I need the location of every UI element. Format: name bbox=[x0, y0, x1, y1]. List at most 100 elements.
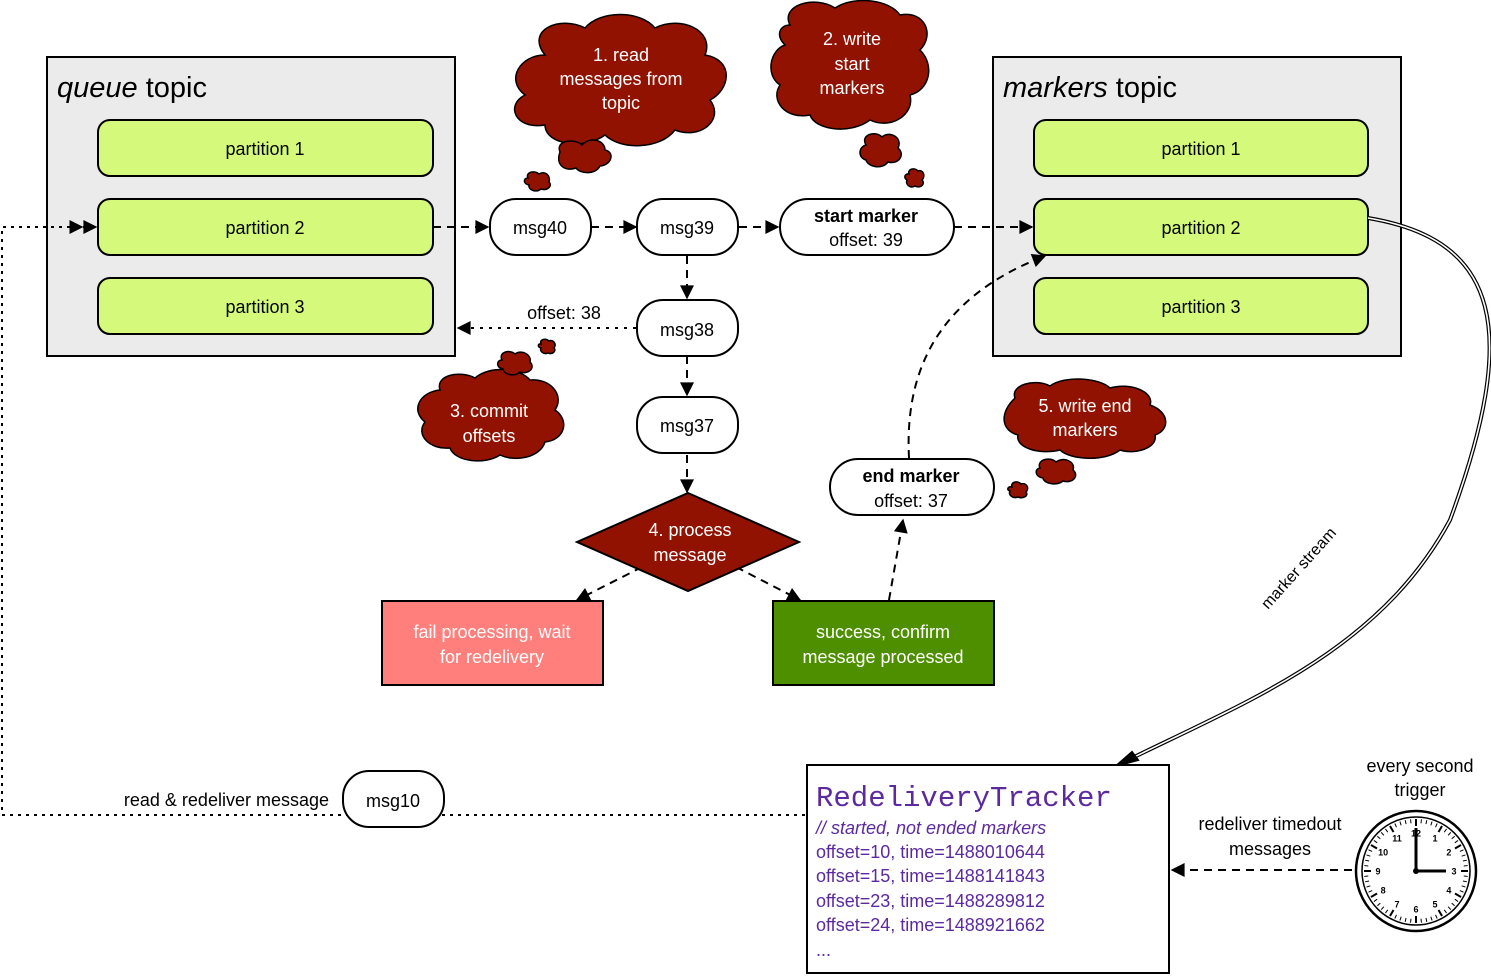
clock-tick bbox=[1366, 885, 1371, 888]
decision-label-line2: message bbox=[653, 545, 726, 565]
tracker-ellipsis: ... bbox=[816, 940, 831, 960]
clock-tick bbox=[1368, 849, 1373, 852]
fail-processing-box[interactable]: fail processing, wait for redelivery bbox=[381, 600, 604, 686]
cloud-5-line2: markers bbox=[1052, 420, 1117, 440]
clock-number: 11 bbox=[1392, 834, 1402, 844]
markers-topic: markers topic partition 1 partition 2 pa… bbox=[992, 56, 1402, 357]
queue-partition-3[interactable]: partition 3 bbox=[97, 277, 434, 335]
end-marker-title: end marker bbox=[862, 466, 959, 486]
clock-tick bbox=[1370, 892, 1378, 898]
cloud-1-line1: 1. read bbox=[593, 45, 649, 65]
clock-tick bbox=[1385, 828, 1389, 833]
clock-number: 2 bbox=[1446, 848, 1451, 858]
clock-tick bbox=[1461, 854, 1466, 857]
cloud-5-line1: 5. write end bbox=[1038, 396, 1131, 416]
clock-number: 8 bbox=[1381, 886, 1386, 896]
msg-label: msg37 bbox=[660, 416, 714, 436]
tracker-title: RedeliveryTracker bbox=[816, 782, 1112, 815]
clock-tick bbox=[1443, 909, 1447, 914]
start-marker-node[interactable]: start marker offset: 39 bbox=[779, 198, 955, 256]
end-marker-node[interactable]: end marker offset: 37 bbox=[829, 458, 995, 516]
clock-tick bbox=[1459, 849, 1464, 852]
markers-partition-1[interactable]: partition 1 bbox=[1033, 119, 1369, 177]
clock-tick bbox=[1368, 890, 1373, 893]
clock-tick bbox=[1385, 909, 1389, 914]
clock-tick bbox=[1437, 909, 1443, 917]
read-redeliver-label: read & redeliver message bbox=[124, 790, 329, 810]
queue-topic-title: queue topic bbox=[57, 72, 207, 104]
partition-label: partition 3 bbox=[225, 297, 304, 317]
clock-tick bbox=[1404, 917, 1407, 922]
markers-partition-2[interactable]: partition 2 bbox=[1033, 198, 1369, 256]
clock-tick bbox=[1399, 916, 1402, 921]
marker-stream-connector bbox=[1115, 216, 1491, 767]
partition-label: partition 1 bbox=[225, 139, 304, 159]
markers-topic-title: markers topic bbox=[1003, 72, 1177, 104]
msg-label: msg39 bbox=[660, 218, 714, 238]
clock-tick bbox=[1425, 820, 1428, 825]
success-label-line2: message processed bbox=[802, 647, 963, 667]
clock-tick bbox=[1430, 821, 1433, 826]
clock-tick bbox=[1454, 892, 1462, 898]
msg-label: msg40 bbox=[513, 218, 567, 238]
tracker-entry: offset=15, time=1488141843 bbox=[816, 866, 1045, 886]
clock-tick bbox=[1370, 844, 1378, 850]
partition-label: partition 3 bbox=[1161, 297, 1240, 317]
tracker-entry: offset=24, time=1488921662 bbox=[816, 915, 1045, 935]
msg39-node[interactable]: msg39 bbox=[636, 198, 739, 256]
clock-tick bbox=[1461, 885, 1466, 888]
clock-tick bbox=[1435, 914, 1438, 919]
clock-tick bbox=[1365, 880, 1370, 883]
markers-partition-3[interactable]: partition 3 bbox=[1033, 277, 1369, 335]
clock-tick bbox=[1389, 825, 1395, 833]
cloud-1-line3: topic bbox=[602, 93, 640, 113]
msg37-node[interactable]: msg37 bbox=[636, 396, 739, 454]
end-marker-offset: offset: 37 bbox=[874, 491, 948, 511]
clock-tick bbox=[1399, 821, 1402, 826]
clock-tick bbox=[1447, 906, 1452, 910]
msg10-node[interactable]: msg10 bbox=[342, 770, 445, 828]
every-second-line1: every second bbox=[1366, 756, 1473, 776]
redeliver-timedout-line2: messages bbox=[1229, 839, 1311, 859]
partition-label: partition 1 bbox=[1161, 139, 1240, 159]
clock-number: 3 bbox=[1451, 867, 1456, 877]
clock-center bbox=[1413, 868, 1419, 874]
clock-tick bbox=[1373, 898, 1378, 902]
clock-number: 1 bbox=[1432, 834, 1437, 844]
clock-tick bbox=[1462, 859, 1467, 862]
start-marker-title: start marker bbox=[814, 206, 918, 226]
commit-offset-label: offset: 38 bbox=[527, 303, 601, 323]
arrow-decision-to-fail bbox=[575, 566, 643, 601]
clock-tick bbox=[1462, 880, 1467, 883]
clock-tick bbox=[1366, 854, 1371, 857]
fail-label-line2: for redelivery bbox=[440, 647, 544, 667]
msg-label: msg38 bbox=[660, 320, 714, 340]
clock-tick bbox=[1394, 823, 1397, 828]
queue-partition-2[interactable]: partition 2 bbox=[97, 198, 434, 256]
msg40-node[interactable]: msg40 bbox=[489, 198, 592, 256]
clock-tick bbox=[1389, 909, 1395, 917]
msg38-node[interactable]: msg38 bbox=[636, 299, 739, 357]
clock-number: 10 bbox=[1378, 848, 1388, 858]
clock-tick bbox=[1443, 828, 1447, 833]
cloud-2-line1: 2. write bbox=[823, 29, 881, 49]
arrow-end-marker-to-markers bbox=[907, 253, 1047, 459]
clock-tick bbox=[1365, 859, 1370, 862]
cloud-step-3 bbox=[417, 338, 565, 462]
fail-label-line1: fail processing, wait bbox=[413, 622, 570, 642]
partition-label: partition 2 bbox=[225, 218, 304, 238]
cloud-3-line1: 3. commit bbox=[450, 401, 528, 421]
queue-partition-1[interactable]: partition 1 bbox=[97, 119, 434, 177]
tracker-entry: offset=23, time=1488289812 bbox=[816, 891, 1045, 911]
clock-ticks bbox=[1364, 819, 1468, 923]
clock-icon: 121234567891011 bbox=[1354, 809, 1478, 933]
success-box[interactable]: success, confirm message processed bbox=[772, 600, 995, 686]
partition-label: partition 2 bbox=[1161, 218, 1240, 238]
clock-number: 9 bbox=[1375, 867, 1380, 877]
clock-tick bbox=[1394, 914, 1397, 919]
clock-tick bbox=[1380, 832, 1385, 836]
redelivery-tracker[interactable]: RedeliveryTracker // started, not ended … bbox=[806, 764, 1170, 974]
clock-number: 6 bbox=[1413, 905, 1418, 915]
process-message-decision[interactable]: 4. process message bbox=[574, 491, 802, 593]
msg-label: msg10 bbox=[366, 791, 420, 811]
